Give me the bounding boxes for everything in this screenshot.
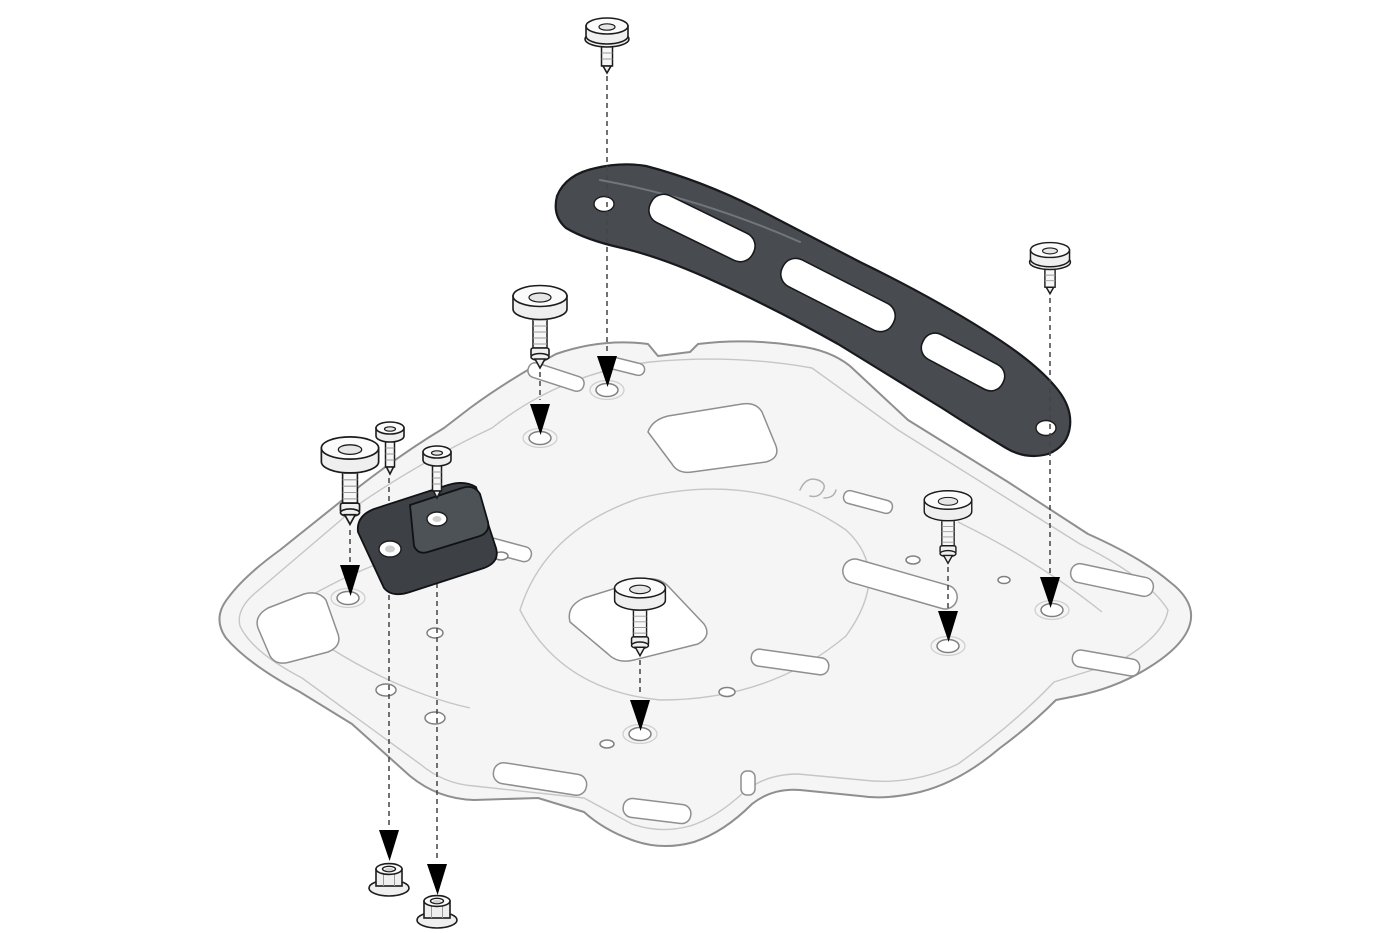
plate-cutout xyxy=(1071,649,1141,677)
plate-cutout xyxy=(740,770,756,796)
flange-nut-left xyxy=(368,862,410,897)
bracket-hole-left xyxy=(593,195,615,213)
plate-hole-small xyxy=(599,739,615,749)
plate-cutout xyxy=(1069,562,1155,598)
plate-hole-left xyxy=(336,590,360,606)
adapter-bracket xyxy=(554,163,1072,458)
bracket-slot xyxy=(920,332,1006,392)
plate-cutout xyxy=(647,402,778,474)
plate-hole-small xyxy=(718,686,736,698)
hole-boss xyxy=(330,587,366,609)
plate-cutout xyxy=(256,592,340,664)
button-screw-right xyxy=(1028,241,1072,295)
plate-cutout xyxy=(842,558,958,610)
rack-plate-outline xyxy=(218,340,1192,848)
plate-inner-contour xyxy=(238,358,1169,831)
block-hole-boss-inner xyxy=(432,516,442,522)
plate-cutout xyxy=(750,648,830,676)
insertion-arrow xyxy=(379,830,399,861)
plate-hole-pass xyxy=(424,711,446,725)
bracket-highlight xyxy=(599,179,801,243)
plate-cutout xyxy=(622,797,692,825)
block-hole-left-inner xyxy=(385,545,395,553)
rack-plate xyxy=(218,340,1192,848)
adapter-block xyxy=(356,482,498,596)
plate-hole-front-center xyxy=(528,430,552,446)
adapter-bracket-body xyxy=(554,163,1072,458)
plate-hole-small xyxy=(426,627,444,639)
flange-nut-right xyxy=(416,894,458,929)
plate-hole-far-right xyxy=(1040,602,1064,618)
plate-rib-left-low xyxy=(329,647,471,709)
bracket-slot xyxy=(648,193,756,263)
plate-cutout xyxy=(492,761,588,797)
plate-hole-center xyxy=(628,726,652,742)
plate-hole-small xyxy=(997,575,1011,585)
bracket-slot xyxy=(779,257,897,333)
insertion-arrow xyxy=(427,864,447,895)
plate-hole-small xyxy=(905,555,921,565)
bracket-hole-right xyxy=(1035,419,1057,437)
plate-cutout xyxy=(527,361,585,393)
adapter-block-boss xyxy=(409,485,490,554)
button-screw-top xyxy=(584,17,630,74)
plate-cutout xyxy=(842,489,894,515)
plate-rib-right xyxy=(957,521,1103,613)
plate-hole-front-left xyxy=(595,382,619,398)
plate-hole-pass xyxy=(375,683,397,697)
brand-mark xyxy=(799,478,837,499)
plate-hole-right xyxy=(936,638,960,654)
